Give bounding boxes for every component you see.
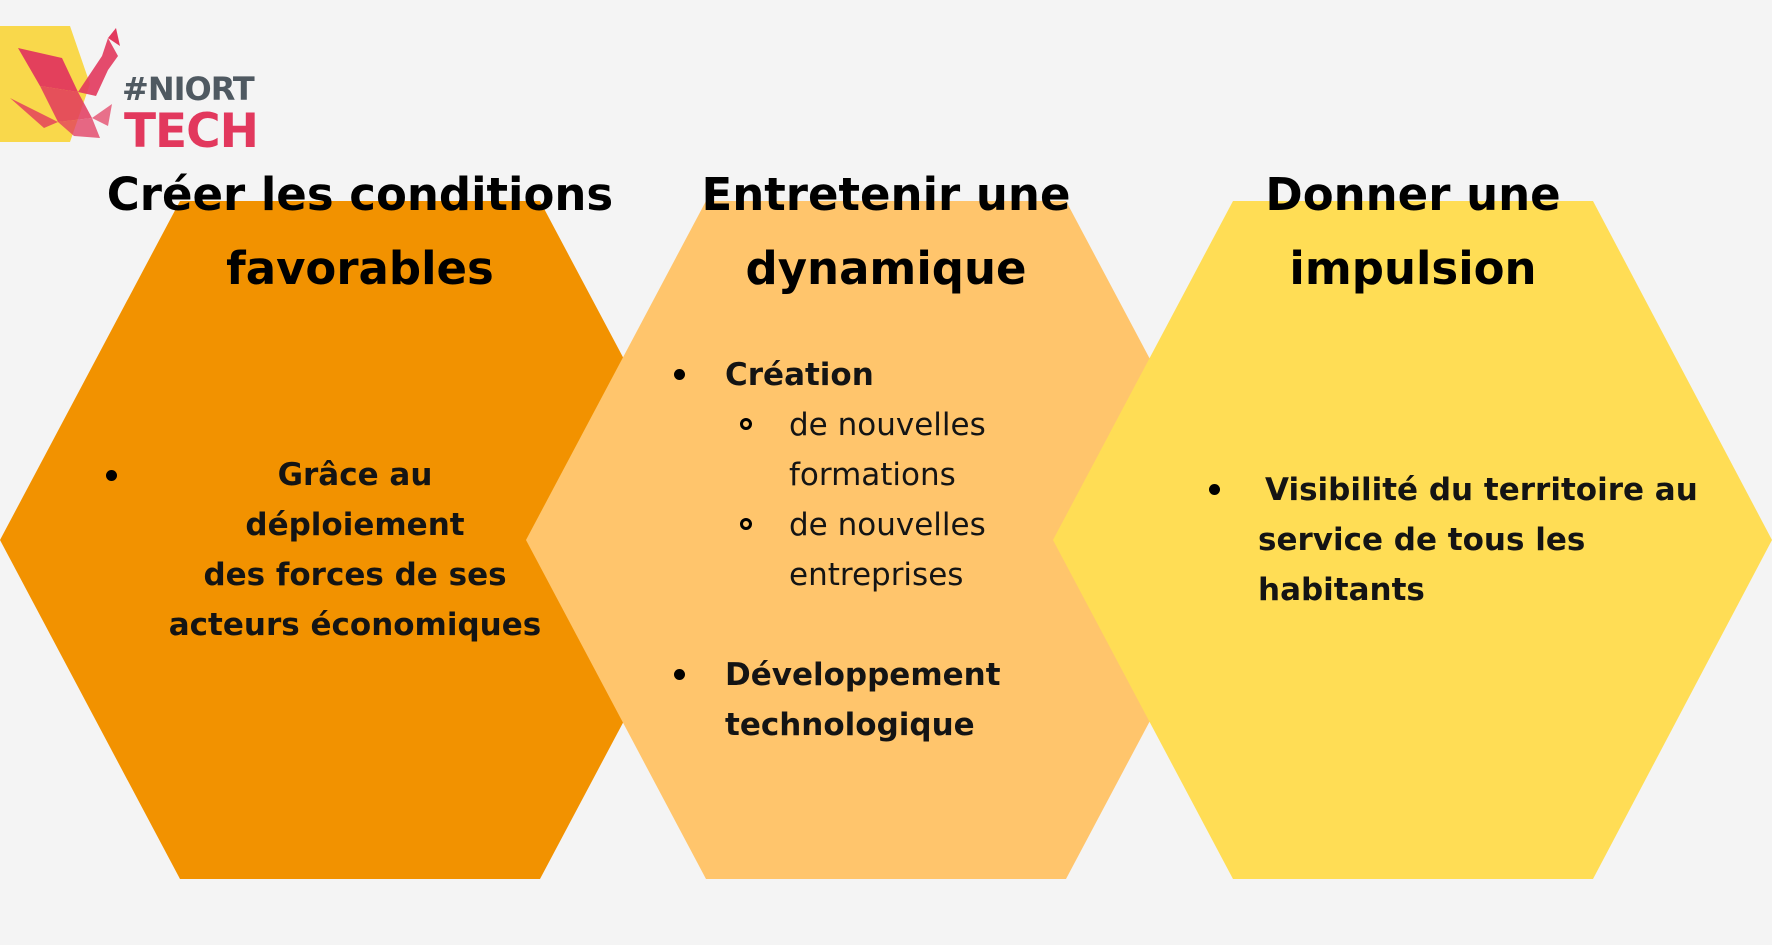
hexagon-1-body: Grâce au déploiement des forces de ses a… (165, 450, 545, 650)
hexagon-1-title: Créer les conditions favorables (100, 158, 620, 306)
hexagon-2-title: Entretenir une dynamique (626, 158, 1146, 306)
hexagon-1-bullet (106, 470, 117, 481)
logo-hash-text: #NIORT (122, 70, 255, 108)
hexagon-2-sub-1-line-1: de nouvelles (789, 407, 986, 443)
hexagon-2-item-2-line-1: Développement (725, 657, 1001, 693)
hexagon-2-title-line-2: dynamique (745, 242, 1027, 295)
hexagon-3-title-line-1: Donner une (1265, 168, 1561, 221)
hexagon-1 (0, 201, 720, 879)
hexagon-3-bullet-line-2: service de tous les (1258, 522, 1586, 558)
hexagon-2 (526, 201, 1246, 879)
hexagon-2-sub-2-line-1: de nouvelles (789, 507, 986, 543)
hexagon-2-sub-1-line-2: formations (789, 457, 956, 493)
hexagon-3-title: Donner une impulsion (1153, 158, 1673, 306)
hexagon-3-title-line-2: impulsion (1289, 242, 1537, 295)
hexagon-2-item-2-line-2: technologique (725, 707, 975, 743)
hexagon-1-bullet-line-3: acteurs économiques (168, 607, 542, 643)
hexagon-2-sub-2-line-2: entreprises (789, 557, 964, 593)
logo-mark (0, 26, 120, 142)
hexagon-3-bullet (1209, 484, 1220, 495)
hexagon-2-sub-bullet-2 (740, 518, 752, 530)
hexagon-1-bullet-line-2: des forces de ses (203, 557, 507, 593)
niort-tech-logo: #NIORT TECH (0, 26, 260, 166)
hexagon-2-bullet-1 (674, 369, 685, 380)
hexagon-3-bullet-line-3: habitants (1258, 572, 1425, 608)
hexagon-2-bullet-2 (674, 669, 685, 680)
hexagon-3-bullet-line-1: Visibilité du territoire au (1265, 472, 1698, 508)
hexagon-2-item-1-label: Création (725, 357, 874, 393)
hexagon-1-title-line-1: Créer les conditions (106, 168, 614, 221)
hexagon-1-title-line-2: favorables (226, 242, 494, 295)
logo-tech-text: TECH (124, 104, 259, 159)
hexagon-1-bullet-line-1: Grâce au déploiement (245, 457, 465, 543)
hexagon-3 (1053, 201, 1772, 879)
hexagon-2-title-line-1: Entretenir une (701, 168, 1071, 221)
dragon-bird-icon (10, 28, 120, 138)
hexagon-2-sub-bullet-1 (740, 418, 752, 430)
